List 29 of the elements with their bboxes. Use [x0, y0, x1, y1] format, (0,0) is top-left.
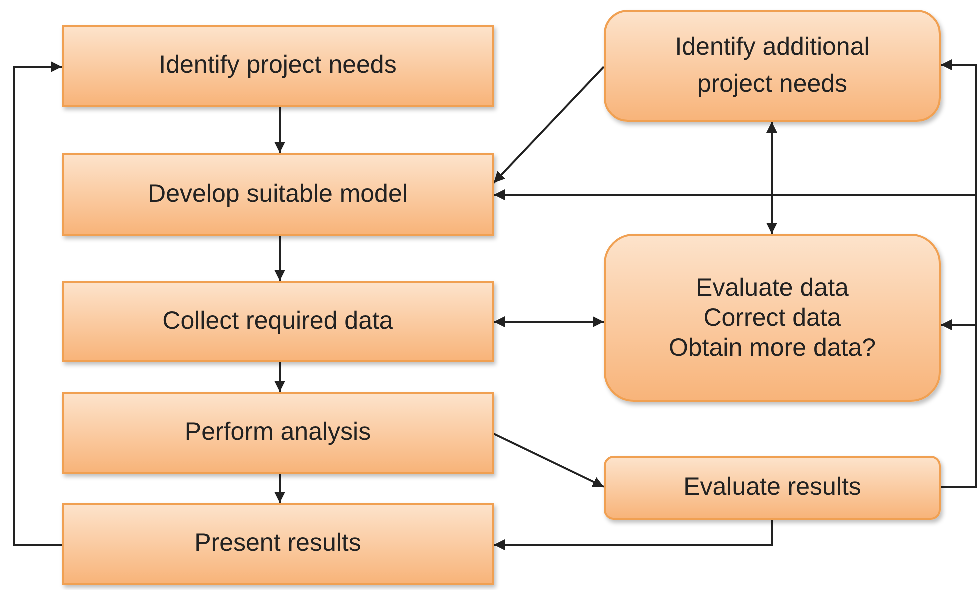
arrow: [274, 236, 286, 281]
box-label: Present results: [194, 528, 362, 560]
arrow: [493, 66, 605, 184]
process-box: [62, 503, 494, 585]
box-label: Perform analysis: [184, 417, 372, 448]
arrow: [274, 107, 286, 153]
box-label: Evaluate data: [696, 273, 849, 303]
box-label: Develop suitable model: [148, 178, 408, 210]
box-label: Obtain more data?: [668, 333, 876, 363]
box-label: Collect required data: [162, 306, 394, 337]
box-label: Correct data: [704, 303, 842, 333]
arrow: [941, 320, 977, 488]
arrow: [494, 520, 773, 550]
process-box: [62, 153, 494, 236]
arrow: [494, 433, 604, 488]
box-label: Identify additional project needs: [674, 32, 871, 100]
arrow: [494, 316, 604, 328]
process-box: [604, 234, 941, 402]
arrow: [13, 62, 62, 546]
process-box: [62, 392, 494, 474]
process-box: [604, 456, 941, 520]
arrow: [274, 474, 286, 503]
box-label: Identify project needs: [159, 50, 397, 82]
arrow: [274, 362, 286, 392]
process-box: [62, 25, 494, 107]
process-box: [62, 281, 494, 362]
arrow: [766, 122, 778, 234]
process-box: [604, 10, 941, 122]
box-label: Evaluate results: [684, 472, 862, 504]
